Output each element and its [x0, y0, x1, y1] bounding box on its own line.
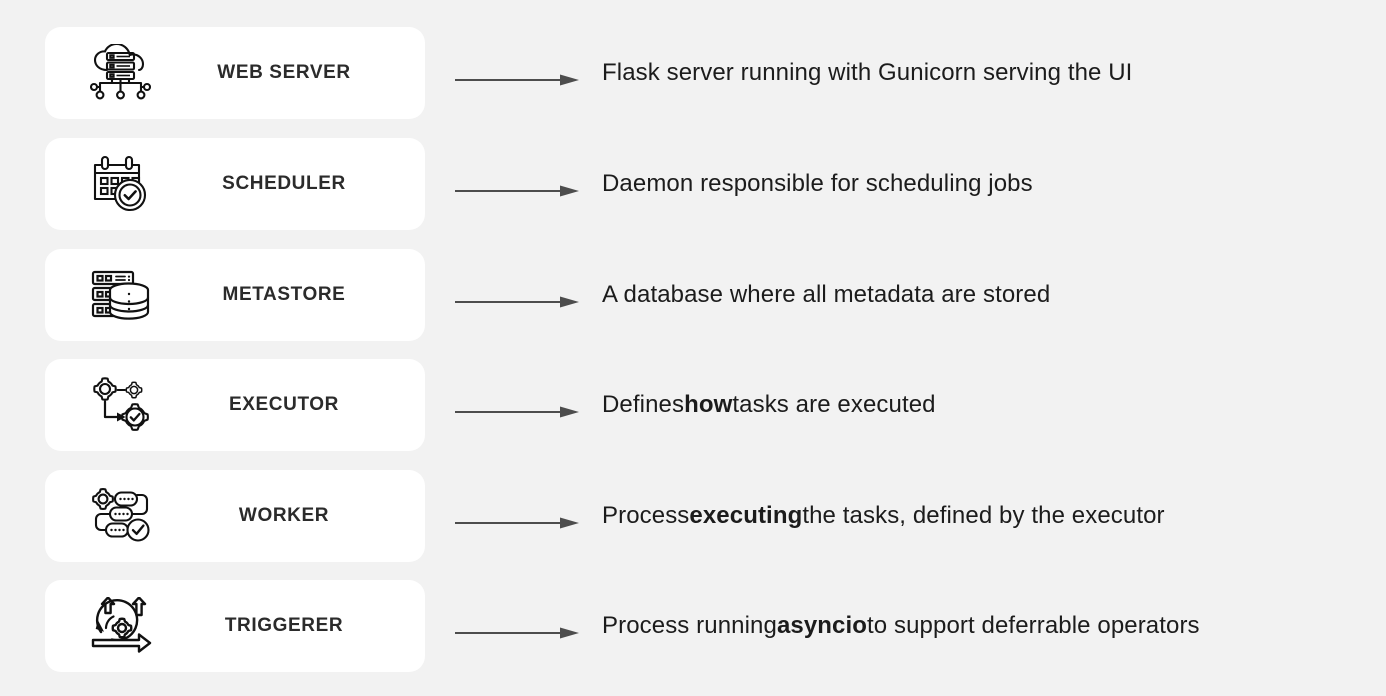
component-card-worker[interactable]: WORKER: [45, 470, 425, 562]
diagram-row: SCHEDULER Daemon responsible for schedul…: [0, 138, 1386, 230]
component-label: METASTORE: [222, 284, 346, 305]
description-bold: executing: [689, 502, 803, 529]
component-card-executor[interactable]: EXECUTOR: [45, 359, 425, 451]
arrow-icon: [455, 296, 579, 308]
description-prefix: Daemon responsible for scheduling jobs: [602, 170, 1033, 197]
description-prefix: Process running: [602, 612, 777, 639]
component-label: WORKER: [238, 505, 330, 526]
component-description: Process running asyncio to support defer…: [602, 580, 1200, 672]
component-description: Flask server running with Gunicorn servi…: [602, 27, 1132, 119]
component-card-triggerer[interactable]: TRIGGERER: [45, 580, 425, 672]
arrow-icon: [455, 627, 579, 639]
arrow-icon: [455, 185, 579, 197]
description-prefix: Process: [602, 502, 690, 529]
diagram-row: WEB SERVER Flask server running with Gun…: [0, 27, 1386, 119]
component-description: Process executing the tasks, defined by …: [602, 470, 1165, 562]
description-prefix: Flask server running with Gunicorn servi…: [602, 59, 1133, 86]
component-card-web-server[interactable]: WEB SERVER: [45, 27, 425, 119]
arrow-icon: [455, 406, 579, 418]
gears-flow-icon: [73, 359, 169, 451]
arrow-icon: [455, 74, 579, 86]
description-prefix: A database where all metadata are stored: [602, 281, 1051, 308]
component-label: SCHEDULER: [222, 173, 346, 194]
cloud-server-icon: [73, 27, 169, 119]
description-prefix: Defines: [602, 391, 685, 418]
component-label: WEB SERVER: [217, 62, 351, 83]
component-description: Defines how tasks are executed: [602, 359, 936, 451]
diagram-row: WORKER Process executing the tasks, defi…: [0, 470, 1386, 562]
database-rack-icon: [73, 249, 169, 341]
diagram-row: METASTORE A database where all metadata …: [0, 249, 1386, 341]
description-bold: how: [684, 391, 733, 418]
component-description: Daemon responsible for scheduling jobs: [602, 138, 1033, 230]
component-card-scheduler[interactable]: SCHEDULER: [45, 138, 425, 230]
component-label: TRIGGERER: [224, 615, 344, 636]
component-label: EXECUTOR: [228, 394, 340, 415]
calendar-check-icon: [73, 138, 169, 230]
description-bold: asyncio: [776, 612, 868, 639]
diagram-row: EXECUTOR Defines how tasks are executed: [0, 359, 1386, 451]
description-suffix: to support deferrable operators: [867, 612, 1200, 639]
agile-cycle-icon: [73, 580, 169, 672]
description-suffix: tasks are executed: [732, 391, 936, 418]
arrow-icon: [455, 517, 579, 529]
pipeline-gear-icon: [73, 470, 169, 562]
component-description: A database where all metadata are stored: [602, 249, 1050, 341]
diagram-row: TRIGGERER Process running asyncio to sup…: [0, 580, 1386, 672]
description-suffix: the tasks, defined by the executor: [802, 502, 1165, 529]
component-card-metastore[interactable]: METASTORE: [45, 249, 425, 341]
